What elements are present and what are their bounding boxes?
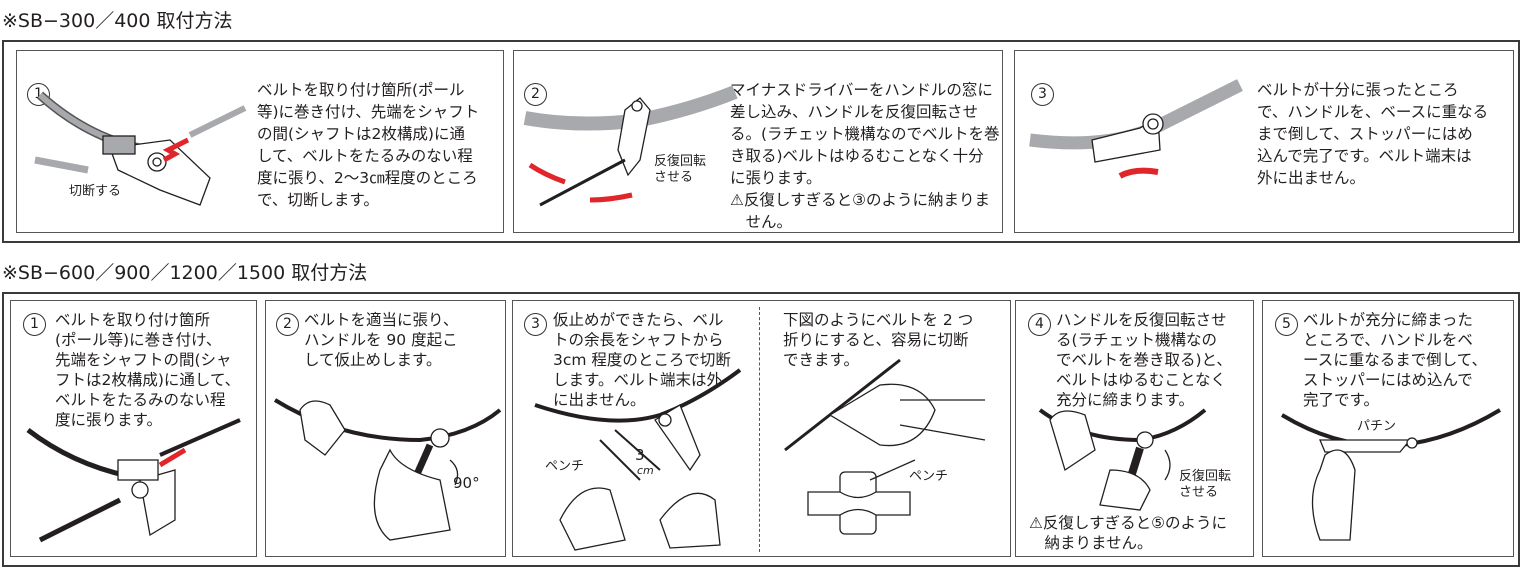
section1-frame [2,40,1520,243]
screwdriver-handle-illustration [523,85,738,207]
closed-buckle-illustration [1029,79,1243,179]
s1-step2-panel: 2 マイナスドライバーをハンドルの窓に 差し込み、ハンドルを反復回転させ る。(… [513,50,1003,233]
section2-frame [2,292,1520,567]
step-number: 3 [1031,83,1054,106]
length-label: 3 [635,446,645,464]
step-text: ベルトを適当に張り、 ハンドルを 90 度起こ して仮止めします。 [304,311,459,369]
dashed-divider [759,307,760,552]
unit-label: cm [637,464,654,477]
pliers-cut-illustration [534,358,986,551]
step-text: ベルトを取り付け箇所 (ポール等)に巻き付け、 先端をシャフトの間(シャ フトは… [55,311,241,429]
step-number: 3 [524,313,547,336]
hand-rotate-illustration [1038,408,1207,511]
step-text: 仮止めができたら、ベル トの余長をシャフトから 3cm 程度のところで切断 しま… [553,311,731,409]
snap-label: パチン [1357,419,1397,434]
rotate-label: 反復回転 させる [654,154,707,185]
cut-label: 切断する [69,184,122,199]
step-number: 4 [1028,313,1051,336]
step-number: 2 [276,313,299,336]
belt-insert-illustration [26,418,241,543]
step-text: マイナスドライバーをハンドルの窓に 差し込み、ハンドルを反復回転させ る。(ラチ… [730,81,1000,187]
step-number: 1 [23,313,46,336]
pliers-label: ペンチ [545,459,585,474]
warning-text: ⚠反復しすぎると③のように納まりま せん。 [730,191,990,231]
step-number: 5 [1275,313,1298,336]
hand-snap-illustration [1280,408,1502,541]
hand-handle-90-illustration [273,398,502,541]
pliers-label: ペンチ [909,469,949,484]
step-text: ベルトを取り付け箇所(ポール 等)に巻き付け、先端をシャフト の間(シャフトは2… [257,81,480,209]
section1-title: ※SB−300／400 取付方法 [2,10,233,32]
step-text: ベルトが充分に締まった ところで、ハンドルをベ ースに重なるまで倒して、 ストッ… [1303,311,1487,409]
section2-title: ※SB−600／900／1200／1500 取付方法 [2,262,368,284]
step-text: ハンドルを反復回転させ る(ラチェット機構なの でベルトを巻き取る)と、 ベルト… [1056,311,1232,409]
note-text: 下図のようにベルトを 2 つ 折りにすると、容易に切断 できます。 [783,311,974,369]
s2-step4-panel: 4 ハンドルを反復回転させ る(ラチェット機構なの でベルトを巻き取る)と、 ベ… [1015,300,1254,557]
s1-step1-panel: 1 ベルトを取り付け箇所(ポール 等)に巻き付け、先端をシャフト の間(シャフト… [16,50,504,233]
angle-label: 90° [453,474,480,492]
step-number: 2 [524,83,547,106]
step-number: 1 [27,83,50,106]
belt-buckle-illustration [34,91,247,206]
warning-text: ⚠反復しすぎると⑤のように 納まりません。 [1029,514,1227,552]
step-text: ベルトが十分に張ったところ で、ハンドルを、ベースに重なる まで倒して、ストッパ… [1257,81,1489,187]
rotate-label: 反復回転 させる [1179,469,1232,500]
s2-step1-panel: 1 ベルトを取り付け箇所 (ポール等)に巻き付け、 先端をシャフトの間(シャ フ… [10,300,257,557]
